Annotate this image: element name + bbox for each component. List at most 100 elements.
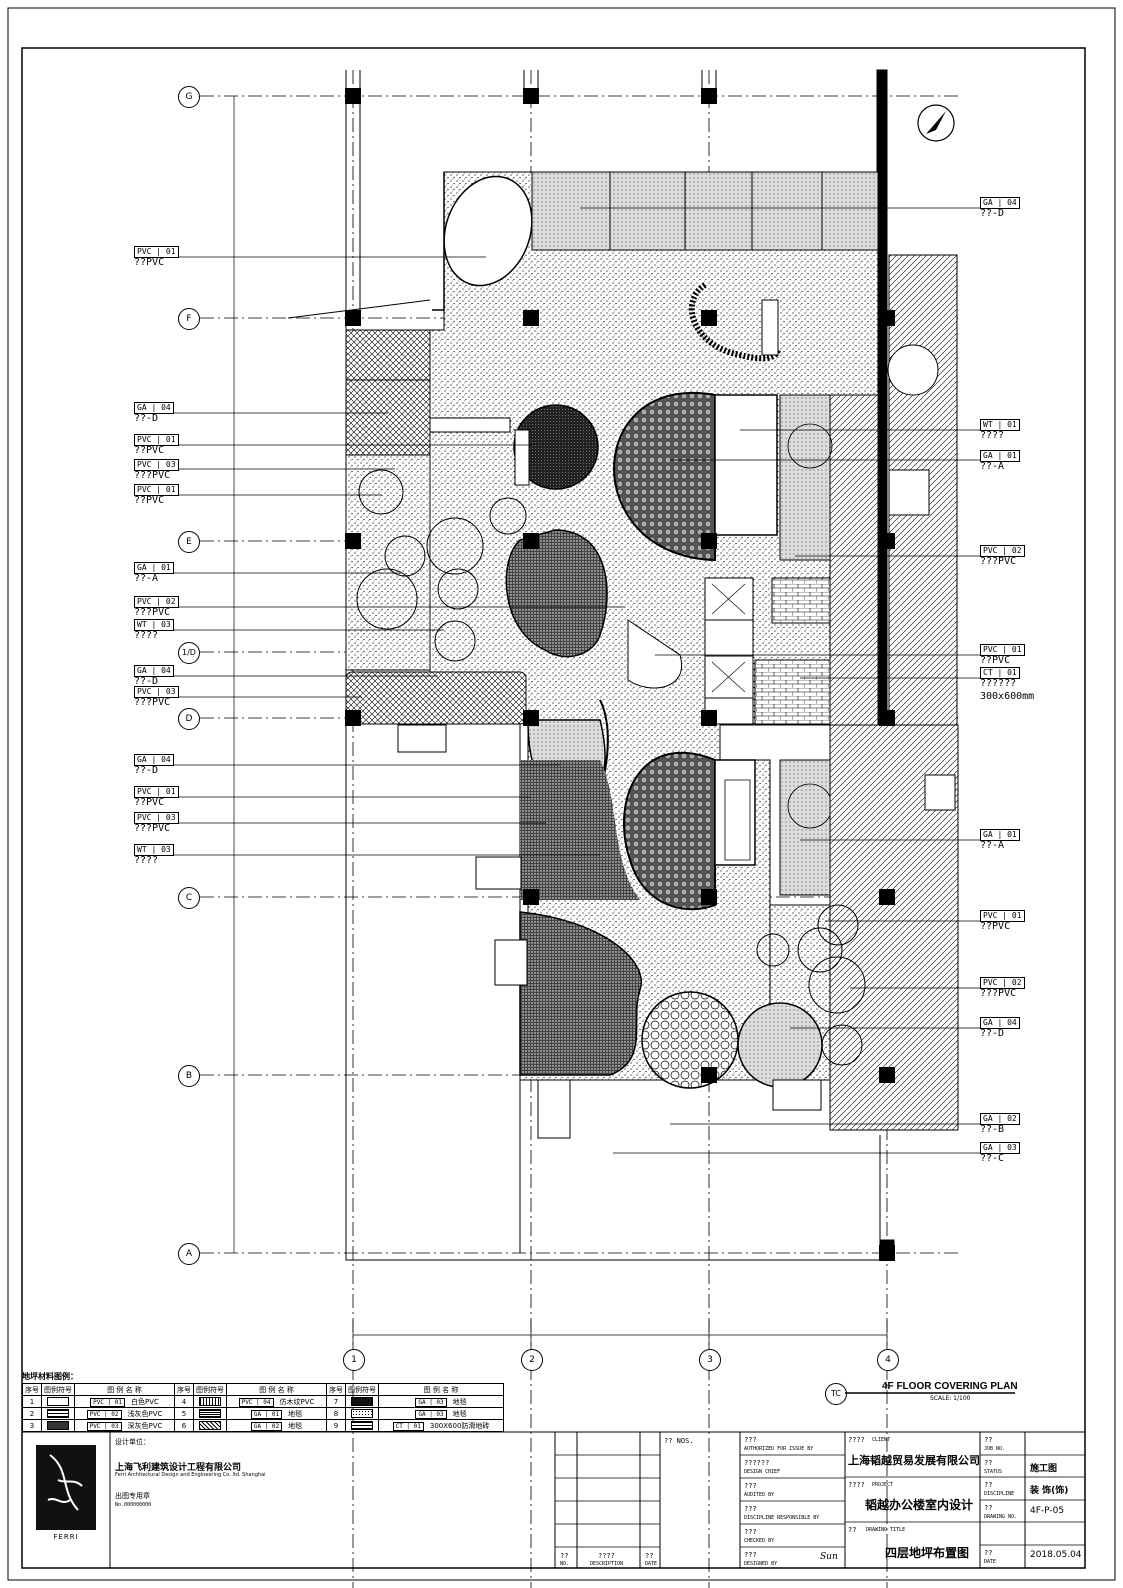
stamp-label: 出图专用章	[115, 1492, 150, 1500]
left-material-caption: ??-A	[134, 573, 159, 584]
client-value: 上海韬越贸易发展有限公司	[848, 1454, 980, 1467]
legend-code: CT | 01	[392, 1421, 424, 1431]
rev-date-header: ??	[645, 1552, 654, 1560]
material-number: 01	[165, 485, 176, 494]
material-code: PVC	[137, 787, 152, 796]
material-code: GA	[983, 1018, 993, 1027]
material-code: PVC	[137, 813, 152, 822]
rev-no-header-en: NO.	[560, 1561, 570, 1567]
left-material-code: GA | 04	[134, 754, 174, 766]
material-number: 02	[165, 597, 176, 606]
grid-bubble-row: G	[178, 86, 200, 108]
legend-title: 地坪材料图例：	[22, 1372, 78, 1381]
grid-bubble-row: E	[178, 531, 200, 553]
legend-material-name: 300X600防滑地砖	[429, 1421, 490, 1430]
legend-header: 图 例 名 称	[226, 1383, 327, 1396]
legend-header: 序号	[174, 1383, 194, 1396]
rev-desc-header: ????	[598, 1552, 615, 1560]
left-material-caption: ????	[134, 855, 159, 866]
legend-code-text: GA	[253, 1410, 262, 1418]
left-material-code: GA | 04	[134, 665, 174, 677]
drawing-title-label: ??	[848, 1526, 857, 1534]
legend-code-text: PVC	[241, 1398, 253, 1406]
material-number: 03	[165, 813, 176, 822]
left-material-code: PVC | 03	[134, 459, 179, 471]
left-material-code: PVC | 01	[134, 484, 179, 496]
legend-code: PVC | 02	[86, 1409, 122, 1419]
project-label: ????	[848, 1481, 865, 1489]
material-number: 03	[161, 620, 171, 629]
discipline-label-en: DISCIPLINE	[984, 1491, 1015, 1497]
legend-index: 9	[326, 1419, 346, 1432]
authorized-label-en: AUTHORIZED FOR ISSUE BY	[744, 1446, 814, 1452]
legend-entry: GA | 03 地毯	[378, 1407, 504, 1420]
legend-entry: GA | 01 地毯	[226, 1407, 327, 1420]
legend-swatch	[345, 1419, 379, 1432]
legend-code: PVC | 03	[86, 1421, 122, 1431]
legend-code: PVC | 04	[238, 1397, 274, 1407]
legend-swatch-pattern	[199, 1409, 221, 1418]
legend-index: 1	[22, 1395, 42, 1408]
legend-code-number: 01	[114, 1398, 122, 1406]
material-code: GA	[137, 666, 147, 675]
drawing-number-label-en: DRAWING NO.	[984, 1514, 1018, 1520]
material-code: GA	[137, 563, 147, 572]
project-label-en: PROJECT	[872, 1482, 894, 1488]
legend-code-number: 01	[271, 1410, 280, 1418]
plan-title: 4F FLOOR COVERING PLAN	[882, 1381, 1018, 1392]
left-material-code: WT | 03	[134, 844, 174, 856]
right-material-code: GA | 01	[980, 450, 1020, 462]
legend-code-number: 03	[436, 1410, 444, 1418]
right-material-code: CT | 01	[980, 667, 1020, 679]
rev-date-header-en: DATE	[645, 1561, 658, 1567]
material-code: GA	[983, 1143, 993, 1152]
material-code: PVC	[983, 645, 998, 654]
grid-bubble-col: 1	[343, 1349, 365, 1371]
right-material-code: GA | 04	[980, 197, 1020, 209]
material-code: GA	[983, 830, 993, 839]
legend-code-text: GA	[418, 1410, 426, 1418]
legend-swatch-pattern	[199, 1397, 221, 1406]
drawing-number-value: 4F-P-05	[1030, 1506, 1065, 1516]
material-legend-table: 序号 图例符号 图 例 名 称 序号 图例符号 图 例 名 称 序号 图例符号 …	[22, 1383, 504, 1432]
left-material-caption: ??PVC	[134, 495, 165, 506]
left-material-code: PVC | 03	[134, 812, 179, 824]
rev-no-header: ??	[560, 1552, 569, 1560]
material-code: GA	[137, 403, 147, 412]
legend-material-name: 浅灰色PVC	[127, 1409, 163, 1418]
designer-label: 设计单位：	[115, 1438, 150, 1446]
designer-company-en: Ferri Architectural Design and Engineeri…	[115, 1472, 266, 1478]
authorized-label: ???	[744, 1436, 757, 1444]
left-material-code: PVC | 01	[134, 246, 179, 258]
checked-label: ???	[744, 1528, 757, 1536]
grid-bubble-row: A	[178, 1243, 200, 1265]
material-number: 03	[165, 687, 176, 696]
legend-code: GA | 03	[415, 1397, 447, 1407]
legend-header: 图 例 名 称	[378, 1383, 504, 1396]
legend-material-name: 白色PVC	[131, 1397, 159, 1406]
material-number: 04	[161, 755, 171, 764]
responsible-label: ???	[744, 1505, 757, 1513]
tile-size-note: 300x600mm	[980, 691, 1035, 702]
left-material-code: PVC | 01	[134, 786, 179, 798]
material-code: GA	[137, 755, 147, 764]
legend-material-name: 地毯	[288, 1409, 303, 1418]
legend-swatch-pattern	[47, 1421, 69, 1430]
legend-header: 图例符号	[193, 1383, 227, 1396]
legend-material-name: 地毯	[452, 1409, 467, 1418]
left-material-caption: ??-D	[134, 676, 159, 687]
legend-entry: CT | 01 300X600防滑地砖	[378, 1419, 504, 1432]
legend-code-number: 02	[111, 1410, 119, 1418]
legend-code: GA | 01	[250, 1409, 283, 1419]
material-number: 04	[1007, 198, 1017, 207]
checked-label-en: CHECKED BY	[744, 1538, 775, 1544]
status-label: ??	[984, 1459, 993, 1467]
left-material-caption: ???PVC	[134, 607, 171, 618]
legend-code: GA | 03	[415, 1409, 447, 1419]
left-material-code: WT | 03	[134, 619, 174, 631]
legend-code-number: 01	[413, 1422, 421, 1430]
left-material-code: PVC | 03	[134, 686, 179, 698]
plan-scale: SCALE: 1/100	[930, 1395, 971, 1402]
